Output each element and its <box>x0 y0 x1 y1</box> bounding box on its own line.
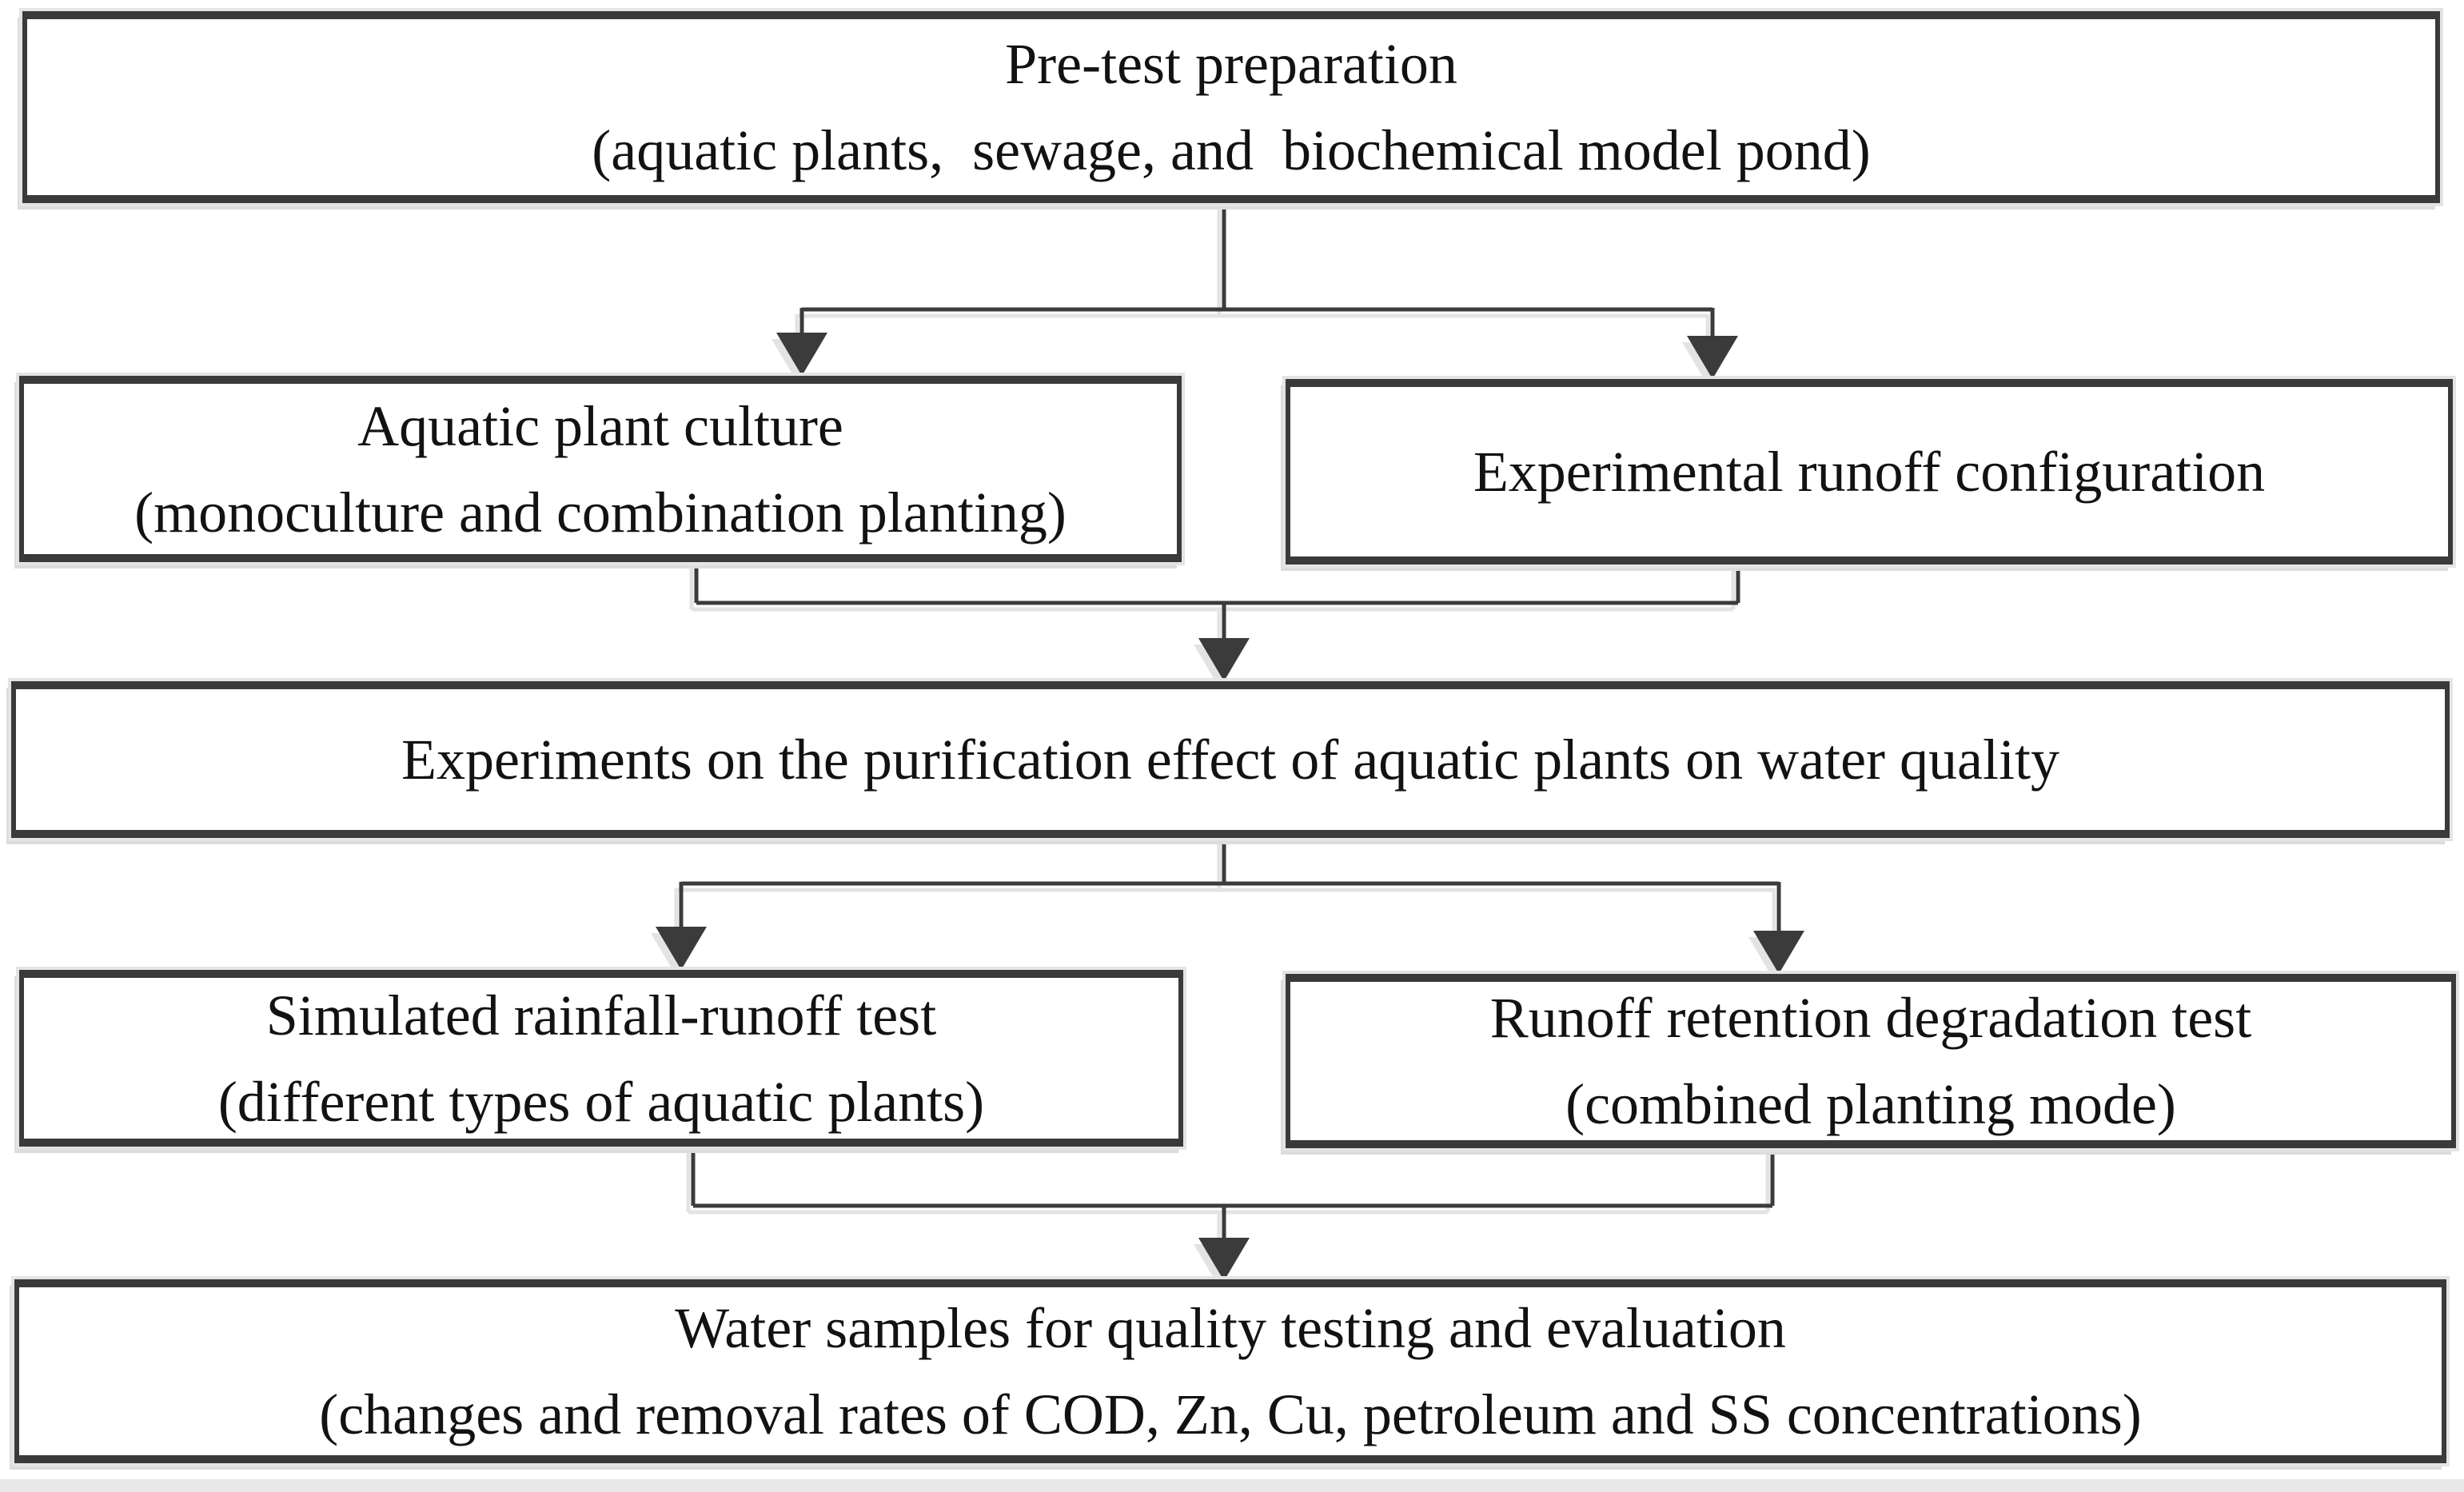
node-label: Water samples for quality testing and ev… <box>675 1296 1786 1360</box>
node-sublabel: (monoculture and combination planting) <box>134 480 1067 545</box>
node-sublabel: (combined planting mode) <box>1565 1072 2176 1136</box>
node-label: Experimental runoff configuration <box>1473 440 2266 504</box>
node-sublabel: (aquatic plants, sewage, and biochemical… <box>592 118 1871 182</box>
node-simulated-rainfall-runoff-test: Simulated rainfall-runoff test (differen… <box>16 967 1186 1150</box>
node-experimental-runoff-configuration: Experimental runoff configuration <box>1282 376 2456 568</box>
arrowhead-down-icon <box>1687 336 1738 379</box>
arrowhead-down-icon <box>1198 638 1250 681</box>
page-bottom-strip <box>0 1479 2464 1492</box>
node-sublabel: (changes and removal rates of COD, Zn, C… <box>319 1382 2142 1446</box>
edge-pretest-split <box>776 203 1738 379</box>
arrowhead-down-icon <box>776 333 827 376</box>
arrowhead-down-icon <box>1198 1238 1250 1281</box>
node-water-samples-evaluation: Water samples for quality testing and ev… <box>11 1276 2450 1466</box>
node-runoff-retention-degradation-test: Runoff retention degradation test (combi… <box>1282 971 2459 1151</box>
node-label: Pre-test preparation <box>1005 32 1457 96</box>
node-aquatic-plant-culture: Aquatic plant culture (monoculture and c… <box>16 373 1185 565</box>
node-purification-experiments: Experiments on the purification effect o… <box>8 678 2453 841</box>
edge-merge-to-experiments <box>694 562 1740 681</box>
node-pretest-preparation: Pre-test preparation (aquatic plants, se… <box>19 8 2443 206</box>
edge-experiments-split <box>656 838 1804 974</box>
node-label: Aquatic plant culture <box>357 393 843 458</box>
node-label: Experiments on the purification effect o… <box>401 728 2059 792</box>
node-sublabel: (different types of aquatic plants) <box>217 1069 985 1134</box>
node-label: Runoff retention degradation test <box>1489 986 2252 1050</box>
edge-merge-to-water-samples <box>691 1147 1775 1281</box>
arrowhead-down-icon <box>1753 931 1804 974</box>
node-label: Simulated rainfall-runoff test <box>265 983 937 1047</box>
arrowhead-down-icon <box>656 927 707 970</box>
